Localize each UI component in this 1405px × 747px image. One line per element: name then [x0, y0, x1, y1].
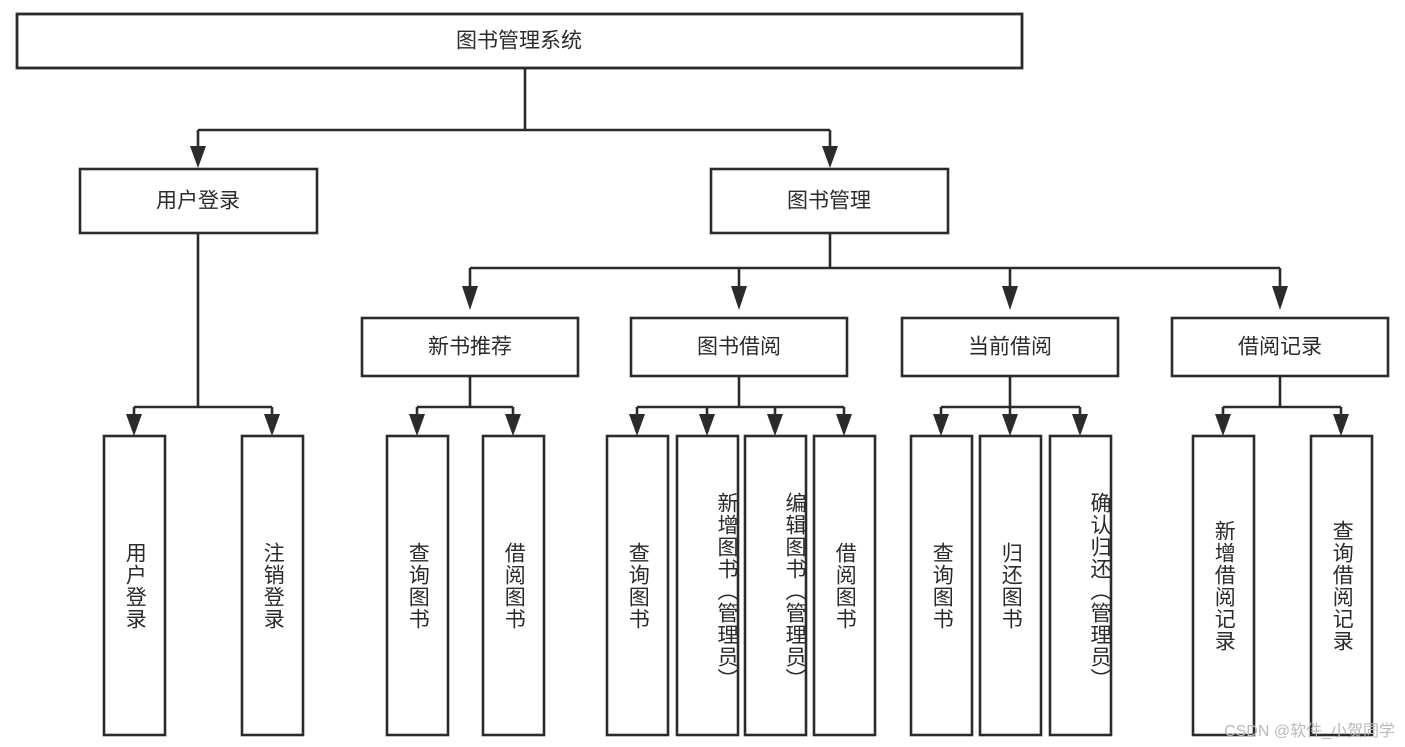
node-book-management[interactable]: 图书管理: [709, 167, 950, 235]
leaf-box-current-borrow-1[interactable]: [909, 434, 974, 737]
node-book-management-label: 图书管理: [787, 190, 871, 213]
leaf-box-book-borrow-2[interactable]: [675, 434, 740, 737]
leaf-box-current-borrow-3[interactable]: [1048, 434, 1113, 737]
leaf-box-user-login-2[interactable]: [240, 434, 305, 737]
node-book-borrow-label: 图书借阅: [697, 336, 781, 359]
node-book-borrow[interactable]: 图书借阅: [629, 316, 849, 378]
connector-newbook-to-leaves: [409, 377, 521, 436]
connector-bookmgmt-to-level3: [462, 233, 1288, 310]
connector-currentborrow-to-leaves: [933, 377, 1088, 436]
leaf-box-book-borrow-3[interactable]: [743, 434, 808, 737]
node-current-borrow-label: 当前借阅: [968, 336, 1052, 359]
node-borrow-record-label: 借阅记录: [1238, 336, 1322, 359]
leaf-box-new-book-2[interactable]: [481, 434, 546, 737]
node-new-book-recommend-label: 新书推荐: [428, 336, 512, 359]
node-root-label: 图书管理系统: [456, 30, 582, 53]
node-root-book-management-system[interactable]: 图书管理系统: [15, 12, 1024, 70]
leaf-box-book-borrow-1[interactable]: [605, 434, 670, 737]
connector-borrowrecord-to-leaves: [1215, 377, 1349, 436]
leaf-box-current-borrow-2[interactable]: [978, 434, 1043, 737]
leaf-box-user-login-1[interactable]: [102, 434, 167, 737]
leaf-box-new-book-1[interactable]: [385, 434, 450, 737]
connector-bookborrow-to-leaves: [629, 377, 852, 436]
leaf-box-borrow-record-2[interactable]: [1309, 434, 1374, 737]
connector-userlogin-to-leaves: [126, 233, 280, 436]
node-borrow-record[interactable]: 借阅记录: [1170, 316, 1390, 378]
leaf-box-borrow-record-1[interactable]: [1191, 434, 1256, 737]
leaf-box-book-borrow-4[interactable]: [812, 434, 877, 737]
node-current-borrow[interactable]: 当前借阅: [900, 316, 1120, 378]
connector-root-to-level2: [190, 68, 838, 168]
node-user-login[interactable]: 用户登录: [78, 167, 319, 235]
node-new-book-recommend[interactable]: 新书推荐: [360, 316, 580, 378]
watermark-text: CSDN @软件_小贺同学: [1224, 723, 1395, 740]
node-user-login-label: 用户登录: [156, 190, 240, 213]
